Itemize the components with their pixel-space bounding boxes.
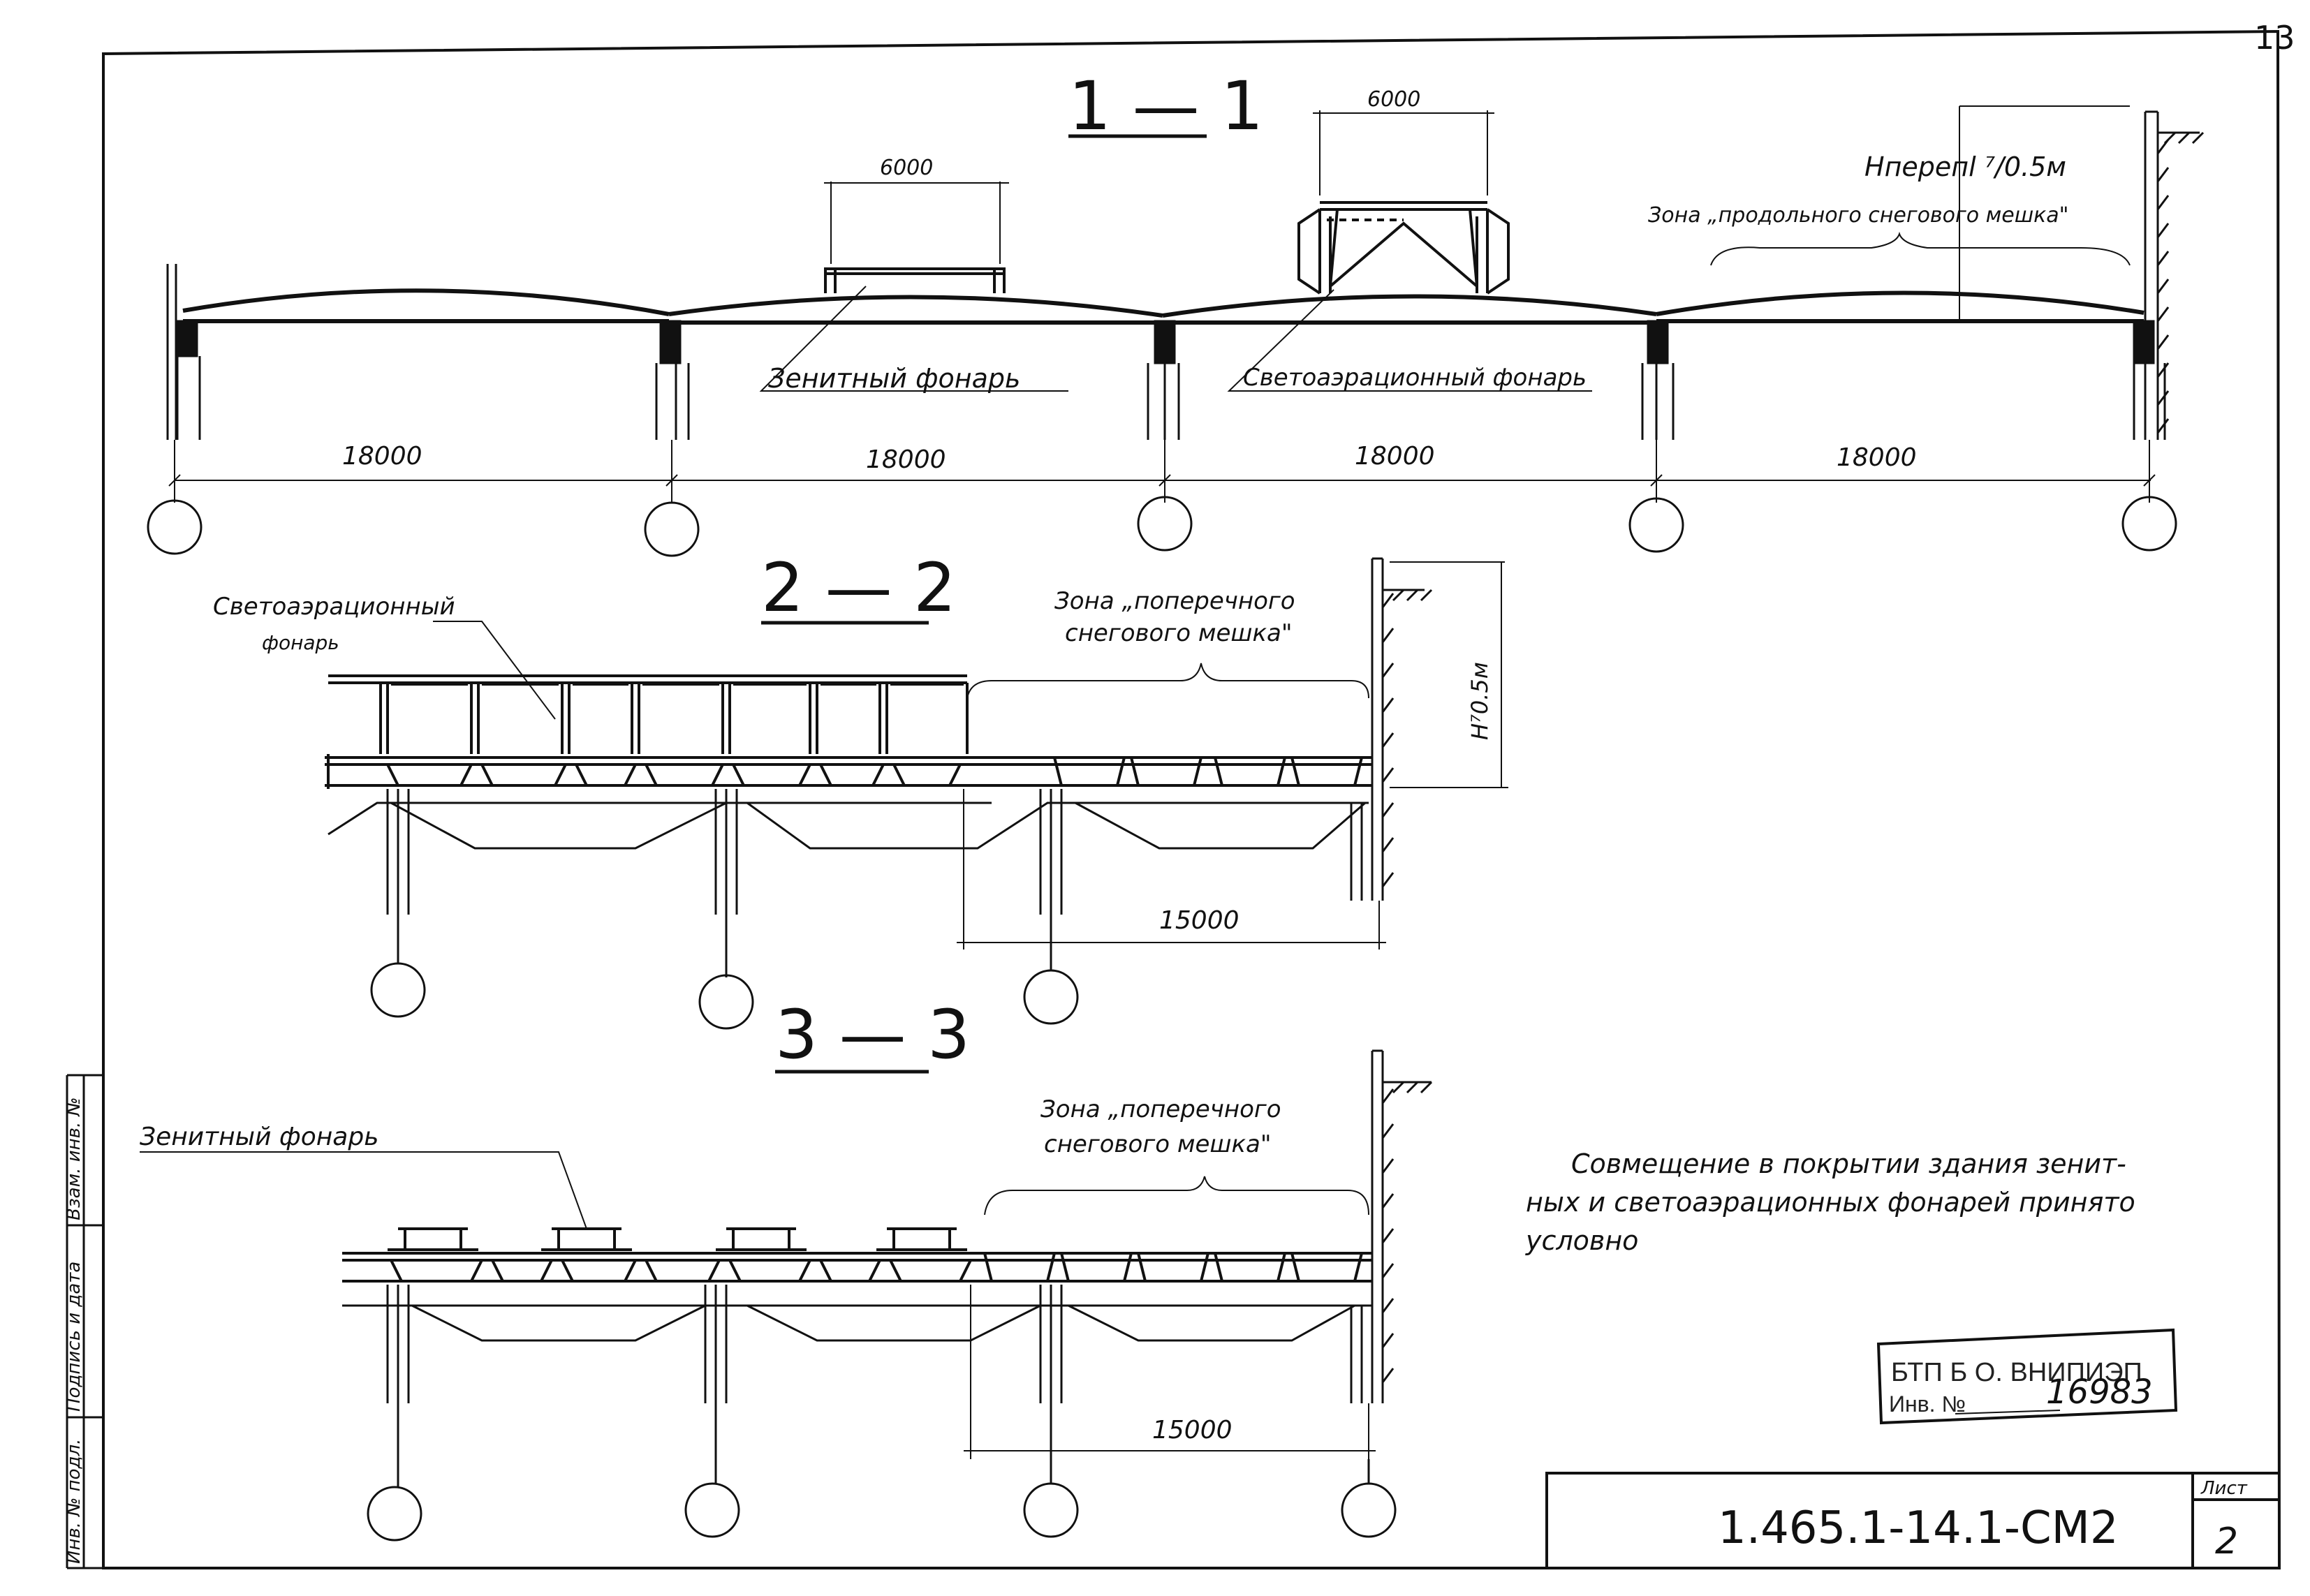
library-stamp: БТП Б О. ВНИПИЭП Инв. № 16983 bbox=[1876, 1328, 2178, 1425]
sheet-frame: 13 bbox=[102, 19, 2295, 1569]
section-2-2-title: 2 — 2 bbox=[761, 549, 956, 627]
columns-3-3 bbox=[386, 1285, 1363, 1424]
side-cell-original-inventory: Инв. № подл. bbox=[64, 1439, 84, 1564]
zenith-label-1-1: Зенитный фонарь bbox=[768, 363, 1020, 394]
side-cell-replaced-inventory: Взам. инв. № bbox=[64, 1097, 84, 1220]
span-2: 18000 bbox=[866, 445, 946, 474]
height-label-2-2: H⁷0.5м bbox=[1466, 662, 1493, 740]
zenith-skylights-3-3 bbox=[388, 1227, 967, 1251]
title-block: 1.465.1-14.1-СМ2 Лист 2 bbox=[1545, 1472, 2279, 1568]
trusses-2-2 bbox=[328, 801, 1369, 850]
section-2-2: 2 — 2 Светоаэрационный фонарь Зона „попе… bbox=[213, 549, 1508, 1030]
axis-circles-1-1 bbox=[147, 496, 2177, 557]
note-line-2: ных и светоаэрационных фонарей принято bbox=[1526, 1187, 2135, 1218]
span-dimension-2-2 bbox=[957, 789, 1386, 950]
sheet-number: 2 bbox=[2215, 1521, 2238, 1562]
side-cell-signature-date: Подпись и дата bbox=[64, 1262, 84, 1412]
zenith-label-3-3: Зенитный фонарь bbox=[140, 1123, 378, 1151]
aeration-lanterns-2-2 bbox=[328, 674, 969, 754]
note-line-1: Совмещение в покрытии здания зенит- bbox=[1571, 1148, 2126, 1179]
aeration-label-1-1: Светоаэрационный фонарь bbox=[1243, 364, 1587, 392]
columns-2-2 bbox=[386, 789, 1363, 936]
dim-aeration-label: 6000 bbox=[1367, 87, 1420, 112]
document-code: 1.465.1-14.1-СМ2 bbox=[1718, 1502, 2119, 1554]
zone-label-2-2a: Зона „поперечного bbox=[1054, 587, 1295, 615]
lantern-label-2-2a: Светоаэрационный bbox=[213, 593, 455, 621]
note-line-3: условно bbox=[1525, 1225, 1638, 1256]
stamp-inv-label: Инв. № bbox=[1889, 1391, 1966, 1417]
axis-circles-2-2 bbox=[370, 936, 1079, 1030]
stamp-line-1: БТП Б О. ВНИПИЭП bbox=[1891, 1358, 2142, 1387]
zenith-skylight-1-1 bbox=[824, 267, 1006, 293]
zone-label-3-3a: Зона „поперечного bbox=[1040, 1095, 1281, 1123]
lantern-label-2-2b: фонарь bbox=[262, 631, 339, 654]
span-label-2-2: 15000 bbox=[1159, 906, 1239, 935]
span-label-3-3: 15000 bbox=[1152, 1416, 1233, 1444]
height-dimension-2-2 bbox=[1390, 561, 1508, 788]
wall-hatch-3-3 bbox=[1371, 1049, 1433, 1403]
section-3-3: 3 — 3 Зенитный фонарь Зона „поперечного … bbox=[140, 996, 1433, 1542]
height-dimension-1-1 bbox=[1927, 105, 2130, 322]
sheet-label: Лист bbox=[2200, 1478, 2248, 1499]
note-block: Совмещение в покрытии здания зенит- ных … bbox=[1525, 1148, 2135, 1256]
zone-label-longitudinal: Зона „продольного снегового мешка" bbox=[1648, 203, 2068, 228]
sheet-mark: 13 bbox=[2254, 19, 2295, 57]
axis-circles-3-3 bbox=[367, 1424, 1397, 1542]
aeration-lantern-1-1 bbox=[1297, 201, 1510, 295]
height-label-1-1: Hперепl ⁷/0.5м bbox=[1864, 152, 2066, 182]
section-1-1-title: 1 — 1 bbox=[1068, 67, 1263, 145]
stamp-inv-value: 16983 bbox=[2046, 1373, 2153, 1412]
roof-deck-2-2 bbox=[325, 754, 1372, 789]
span-dimension-3-3 bbox=[964, 1285, 1376, 1459]
wall-hatch-2-2 bbox=[1371, 557, 1433, 901]
span-4: 18000 bbox=[1837, 443, 1917, 472]
zone-label-3-3b: снегового мешка" bbox=[1044, 1130, 1272, 1158]
section-1-1-roof bbox=[182, 288, 2145, 325]
dim-aeration-6000 bbox=[1313, 110, 1494, 195]
side-block: Взам. инв. № Подпись и дата Инв. № подл. bbox=[64, 1074, 103, 1569]
section-1-1: 1 — 1 bbox=[147, 67, 2205, 557]
span-3: 18000 bbox=[1355, 442, 1435, 471]
trusses-3-3 bbox=[342, 1304, 1372, 1342]
wall-hatch-1-1 bbox=[2144, 110, 2205, 440]
span-dimension-chain bbox=[168, 440, 2156, 503]
zone-label-2-2b: снегового мешка" bbox=[1065, 619, 1293, 647]
section-3-3-title: 3 — 3 bbox=[775, 996, 970, 1074]
dim-skylight-label: 6000 bbox=[880, 156, 933, 180]
dim-skylight-6000 bbox=[824, 182, 1009, 264]
span-1: 18000 bbox=[342, 442, 422, 471]
roof-deck-3-3 bbox=[342, 1252, 1372, 1283]
